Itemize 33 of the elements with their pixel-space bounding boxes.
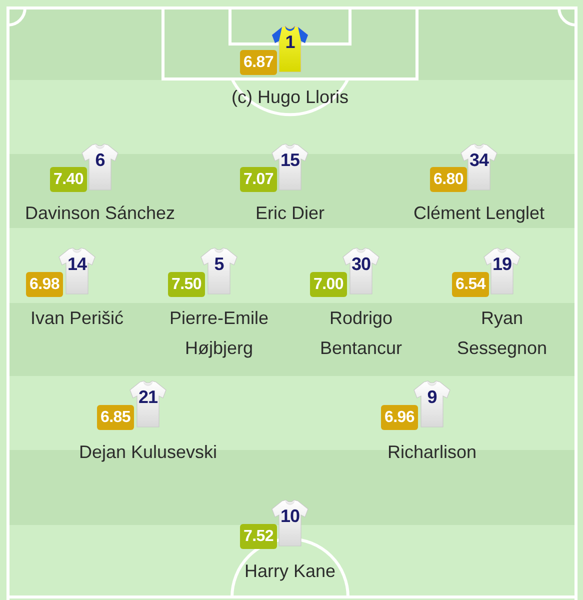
player-name: Davinson Sánchez bbox=[24, 202, 176, 225]
rating-badge: 7.40 bbox=[50, 167, 87, 192]
shirt-number: 5 bbox=[214, 253, 224, 275]
rating-badge: 6.54 bbox=[452, 272, 489, 297]
shirt-number: 14 bbox=[67, 253, 87, 275]
rating-badge: 6.96 bbox=[381, 405, 418, 430]
player-name: Harry Kane bbox=[243, 560, 337, 583]
rating-badge: 6.98 bbox=[26, 272, 63, 297]
player-name: Clément Lenglet bbox=[412, 202, 546, 225]
shirt-number: 19 bbox=[492, 253, 512, 275]
player-name: Rodrigo Bentancur bbox=[318, 307, 404, 360]
rating-badge: 7.52 bbox=[240, 524, 277, 549]
player-name: Eric Dier bbox=[254, 202, 326, 225]
shirt-number: 34 bbox=[469, 149, 489, 171]
shirt-number: 9 bbox=[427, 386, 437, 408]
player-name: Richarlison bbox=[386, 441, 478, 464]
shirt-number: 10 bbox=[280, 505, 300, 527]
player-name: (c) Hugo Lloris bbox=[230, 86, 350, 109]
rating-badge: 6.85 bbox=[97, 405, 134, 430]
shirt-number: 1 bbox=[285, 31, 295, 53]
rating-badge: 7.00 bbox=[310, 272, 347, 297]
player-name: Ryan Sessegnon bbox=[456, 307, 548, 360]
shirt-number: 15 bbox=[280, 149, 300, 171]
shirt-number: 30 bbox=[351, 253, 371, 275]
rating-badge: 6.80 bbox=[430, 167, 467, 192]
rating-badge: 6.87 bbox=[240, 50, 277, 75]
player-name: Pierre-Emile Højbjerg bbox=[168, 307, 270, 360]
shirt-number: 21 bbox=[138, 386, 158, 408]
shirt-number: 6 bbox=[95, 149, 105, 171]
player-name: Dejan Kulusevski bbox=[78, 441, 218, 464]
rating-badge: 7.07 bbox=[240, 167, 277, 192]
player-name: Ivan Perišić bbox=[29, 307, 125, 330]
rating-badge: 7.50 bbox=[168, 272, 205, 297]
